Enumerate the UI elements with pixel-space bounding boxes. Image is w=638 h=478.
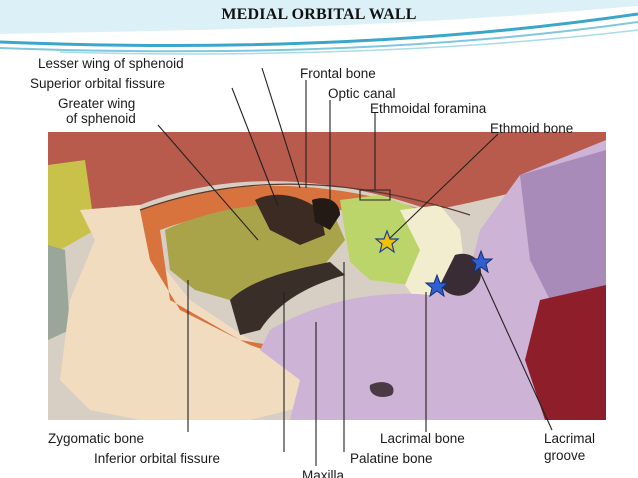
leader-ethmoidal-foramina	[359, 112, 391, 201]
label-frontal-bone: Frontal bone	[300, 66, 376, 81]
inferior-orbital-fissure-region	[230, 262, 345, 335]
label-ethmoid-bone: Ethmoid bone	[490, 121, 574, 136]
label-lacrimal-groove-2: groove	[544, 448, 586, 463]
left-gray-region	[48, 245, 70, 340]
label-lesser-wing: Lesser wing of sphenoid	[38, 56, 184, 71]
leader-lacrimal-groove	[479, 271, 553, 431]
maxilla-shadow	[520, 150, 606, 320]
leader-lines	[157, 67, 553, 466]
maxilla-region	[260, 140, 606, 420]
ethmoid-star-marker	[374, 229, 400, 254]
nasal-red-region	[525, 285, 606, 420]
frontal-bone-region	[48, 132, 606, 210]
superior-orbital-fissure-region	[255, 194, 325, 245]
label-greater-wing-1: Greater wing	[58, 96, 136, 111]
leader-superior-fissure	[231, 87, 279, 207]
label-optic-canal: Optic canal	[328, 86, 396, 101]
label-lacrimal-groove-1: Lacrimal	[544, 431, 596, 446]
label-palatine-bone: Palatine bone	[350, 451, 433, 466]
label-zygomatic-bone: Zygomatic bone	[48, 431, 145, 446]
label-greater-wing-2: of sphenoid	[66, 111, 136, 126]
label-ethmoidal-foramina: Ethmoidal foramina	[370, 101, 487, 116]
lacrimal-star-marker	[424, 273, 450, 298]
leader-greater-wing	[157, 124, 259, 241]
slide-title: MEDIAL ORBITAL WALL	[221, 6, 417, 23]
left-yellow-region	[48, 160, 95, 250]
palatine-dark-spot	[369, 382, 394, 397]
title-banner	[0, 0, 638, 55]
optic-canal-region	[312, 198, 340, 230]
orbit-rim-orange	[140, 185, 440, 370]
leader-ethmoid-bone	[387, 133, 499, 241]
groove-star-marker	[468, 249, 494, 274]
leader-lesser-wing	[261, 67, 301, 189]
zygomatic-bone-region	[60, 205, 330, 420]
label-inferior-orbital-fissure: Inferior orbital fissure	[94, 451, 221, 466]
lacrimal-groove-region	[440, 253, 481, 296]
label-superior-orbital-fissure: Superior orbital fissure	[30, 76, 166, 91]
label-lacrimal-bone: Lacrimal bone	[380, 431, 465, 446]
label-maxilla-partial: Maxilla	[302, 468, 345, 478]
